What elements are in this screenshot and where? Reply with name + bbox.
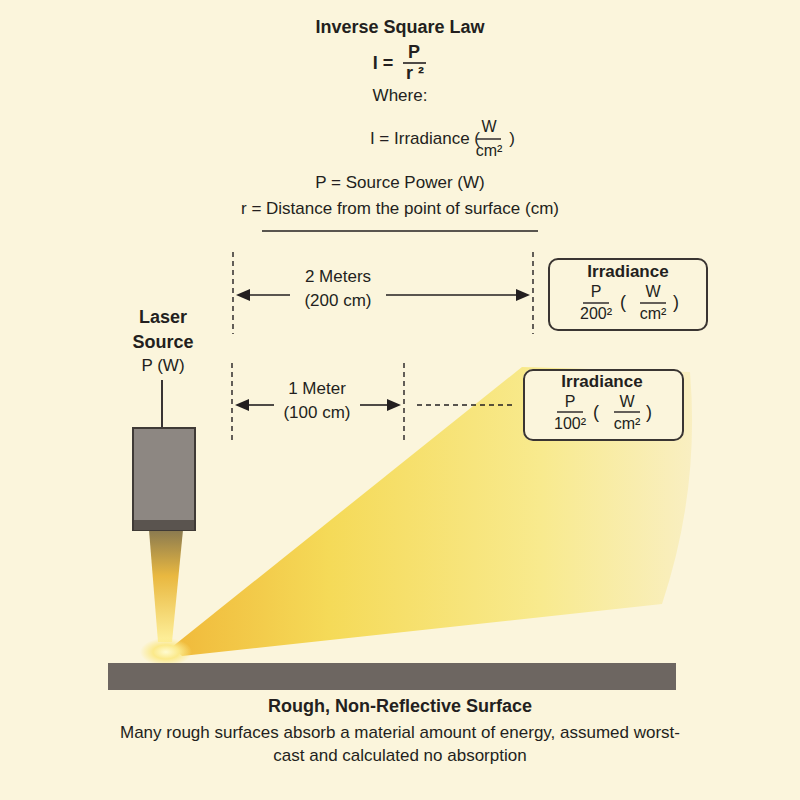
extension-line <box>232 252 233 334</box>
fraction-denominator: 100² <box>545 414 595 434</box>
definition-text: P = Source Power (W) <box>240 173 560 193</box>
fraction-bar <box>583 302 609 303</box>
formula-text: I = <box>361 53 405 73</box>
extension-line <box>532 252 533 334</box>
unit-text: cm² <box>467 141 511 161</box>
surface-name: Rough, Non-Reflective Surface <box>140 695 660 717</box>
fraction-bar <box>640 302 666 303</box>
dimension-text: (100 cm) <box>274 403 360 423</box>
unit-numerator: W <box>638 282 668 302</box>
dimension-line <box>245 404 274 406</box>
laser-nozzle <box>134 520 194 530</box>
dimension-line <box>246 294 290 296</box>
caption-text: Many rough surfaces absorb a material am… <box>120 721 680 767</box>
part-name: P (W) <box>123 356 203 376</box>
formula-text: r ² <box>397 63 433 83</box>
dimension-text: 2 Meters <box>288 267 388 287</box>
box-heading: Irradiance <box>568 262 688 282</box>
unit-numerator: W <box>612 392 642 412</box>
extension-line <box>403 363 404 443</box>
dimension-text: 1 Meter <box>272 379 362 399</box>
box-heading: Irradiance <box>542 372 662 392</box>
extension-line <box>231 363 232 443</box>
arrowhead <box>516 289 530 301</box>
surface <box>108 663 676 690</box>
unit-denominator: cm² <box>605 414 649 434</box>
diagram-title: Inverse Square Law <box>250 16 550 38</box>
light-cone <box>172 367 692 656</box>
fraction-bar <box>614 411 640 412</box>
leader-line <box>417 404 516 405</box>
dimension-line <box>360 404 391 406</box>
cable <box>161 380 163 428</box>
fraction-numerator: P <box>555 392 585 412</box>
part-name: Laser Source <box>123 305 203 355</box>
bracket: ( <box>589 401 603 423</box>
arrowhead <box>236 289 250 301</box>
fraction-bar <box>557 411 583 412</box>
irradiance-box: IrradianceP100²( Wcm²) <box>523 369 684 441</box>
dimension-text: (200 cm) <box>290 291 386 311</box>
definition-text: r = Distance from the point of surface (… <box>180 199 620 219</box>
laser-spot <box>140 638 192 666</box>
legend-heading: Where: <box>340 86 460 106</box>
laser-beam <box>149 530 183 642</box>
box-ground <box>548 258 708 331</box>
divider-line <box>262 230 538 232</box>
formula-text: P <box>402 42 426 62</box>
fraction-numerator: P <box>581 282 611 302</box>
bracket: ( <box>616 291 630 313</box>
bracket: ) <box>642 401 656 423</box>
box-ground <box>523 369 684 441</box>
bracket: ) <box>669 291 683 313</box>
fraction-denominator: 200² <box>571 304 621 324</box>
arrowhead <box>387 399 401 411</box>
fraction-bar <box>477 138 501 139</box>
irradiance-box: IrradianceP200²( Wcm²) <box>548 258 708 331</box>
laser-housing <box>133 428 195 530</box>
unit-denominator: cm² <box>631 304 675 324</box>
unit-text: W <box>476 117 502 137</box>
arrowhead <box>235 399 249 411</box>
definition-text: I = Irradiance ( <box>290 128 480 150</box>
unit-text: ) <box>505 128 519 150</box>
dimension-line <box>386 294 520 296</box>
